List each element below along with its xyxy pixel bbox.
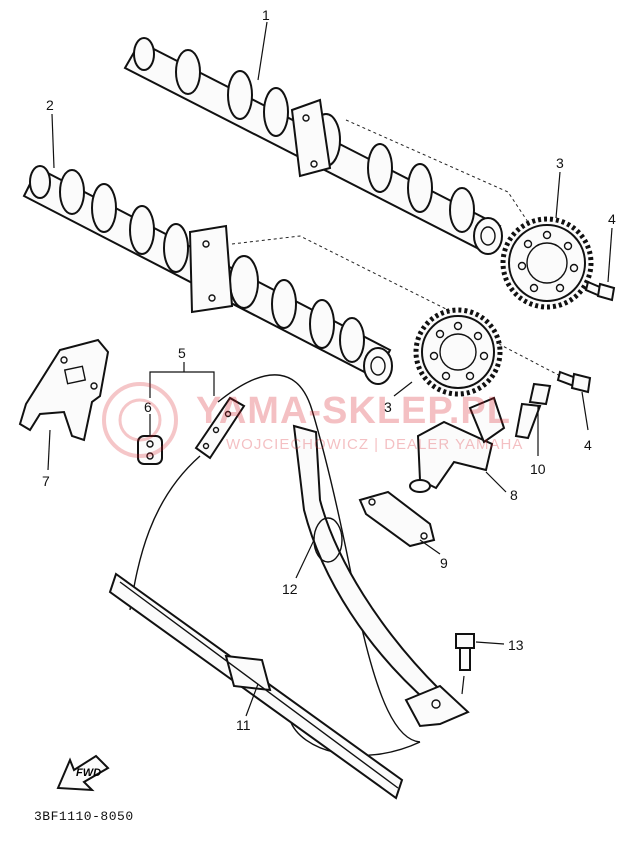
- camshaft-1: [123, 37, 503, 255]
- chain-guide-bracket: [18, 338, 110, 442]
- sprocket-bolt-lower: [556, 370, 592, 394]
- callout-3-lower: 3: [384, 399, 392, 415]
- callout-3-upper: 3: [556, 155, 564, 171]
- callout-10: 10: [530, 461, 546, 477]
- leader-12: [295, 539, 315, 579]
- leader-7: [47, 429, 51, 471]
- callout-11: 11: [236, 717, 251, 733]
- sprocket-bolt-upper: [584, 280, 616, 302]
- leader-9: [419, 539, 441, 555]
- leader-5: [149, 371, 215, 398]
- callout-12: 12: [282, 581, 298, 597]
- tensioner-gasket: [358, 490, 436, 548]
- callout-9: 9: [440, 555, 448, 571]
- cam-sprocket-upper: [500, 216, 594, 310]
- callout-4-lower: 4: [584, 437, 592, 453]
- leader-3b: [393, 381, 413, 397]
- watermark-subtitle: WOJCIECHOWICZ | DEALER YAMAHA: [226, 436, 524, 453]
- chain-guide-11: [108, 572, 404, 800]
- tensioner-bolt: [514, 382, 552, 440]
- leader-4b: [581, 391, 589, 431]
- callout-2: 2: [46, 97, 54, 113]
- leader-1: [257, 21, 268, 81]
- callout-1: 1: [262, 7, 270, 23]
- guide-mount-bracket: [404, 684, 470, 728]
- fwd-arrow: FWD: [56, 754, 110, 792]
- watermark-title: YAMA-SKLEP.PL: [196, 390, 511, 432]
- callout-13: 13: [508, 637, 524, 653]
- leader-3a: [555, 171, 561, 219]
- watermark-logo: [102, 382, 178, 458]
- chain-guide-12: [292, 424, 442, 706]
- leader-11: [245, 683, 259, 717]
- cam-sprocket-lower: [413, 307, 503, 397]
- leader-2: [51, 113, 55, 169]
- svg-text:FWD: FWD: [76, 767, 101, 779]
- bolt-13: [455, 633, 475, 671]
- leader-13: [475, 641, 505, 645]
- callout-5: 5: [178, 345, 186, 361]
- leader-4a: [607, 227, 613, 283]
- diagram-code: 3BF1110-8050: [34, 809, 134, 824]
- callout-6: 6: [144, 399, 152, 415]
- chain-master-link: [194, 396, 246, 460]
- leader-13-down: [461, 675, 465, 695]
- leader-8: [485, 471, 507, 493]
- camshaft-2: [22, 165, 393, 385]
- chain-tensioner: [409, 396, 506, 493]
- callout-7: 7: [42, 473, 50, 489]
- callout-8: 8: [510, 487, 518, 503]
- callout-4-upper: 4: [608, 211, 616, 227]
